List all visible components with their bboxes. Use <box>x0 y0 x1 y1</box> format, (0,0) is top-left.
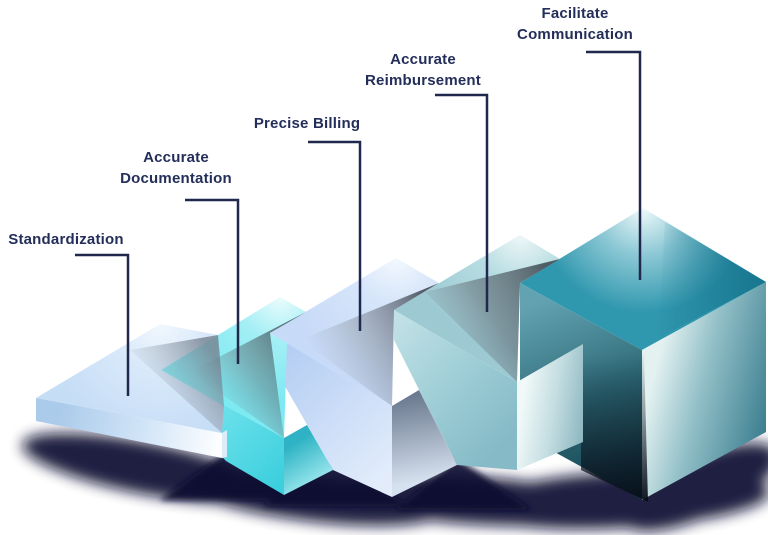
connector-lines <box>75 50 642 396</box>
connector-line-precise-billing <box>308 140 362 331</box>
step2-right-face <box>284 425 333 495</box>
shadow-under-step5 <box>621 442 768 532</box>
label-accurate-documentation-line2: Documentation <box>120 170 232 187</box>
label-accurate-reimbursement: Accurate Reimbursement <box>365 49 481 91</box>
step3-left-face <box>270 333 392 497</box>
step1-top-cast-shadow <box>130 335 224 433</box>
step1-front-face <box>36 398 222 458</box>
step3-right-face <box>392 390 457 497</box>
step5-right-face <box>642 282 766 500</box>
step3-top-cast-shadow <box>300 283 439 406</box>
step1-box-standardization <box>36 324 227 458</box>
label-accurate-documentation: Accurate Documentation <box>120 147 232 189</box>
step5-top-corner-shade <box>658 222 766 338</box>
step1-right-face <box>222 430 227 458</box>
valley-shadow-2-3 <box>262 462 410 506</box>
step5-gap-shadow <box>581 338 648 502</box>
step4-box-accurate-reimbursement <box>394 235 583 470</box>
step2-top-cast-shadow <box>190 312 306 438</box>
label-precise-billing-line1: Precise Billing <box>253 115 361 132</box>
label-accurate-reimbursement-line2: Reimbursement <box>365 72 481 89</box>
step4-right-face <box>517 344 583 470</box>
label-accurate-reimbursement-line1: Accurate <box>390 51 456 68</box>
connector-line-accurate-documentation <box>185 198 240 364</box>
label-standardization: Standardization <box>8 229 124 250</box>
step4-top-cast-shadow <box>425 259 560 382</box>
valley-shadow-3-4 <box>396 458 532 510</box>
step3-box-precise-billing <box>270 258 457 497</box>
label-facilitate-communication-line2: Communication <box>517 26 633 43</box>
label-facilitate-communication: Facilitate Communication <box>517 3 633 45</box>
label-facilitate-communication-line1: Facilitate <box>541 5 609 22</box>
step5-top-face <box>520 208 766 350</box>
label-accurate-documentation-line1: Accurate <box>143 149 209 166</box>
connector-line-standardization <box>75 253 130 396</box>
step4-left-face <box>394 310 517 470</box>
valley-shadow-1-2 <box>160 452 308 500</box>
label-standardization-line1: Standardization <box>8 231 124 248</box>
connector-line-accurate-reimbursement <box>435 93 489 312</box>
label-precise-billing: Precise Billing <box>254 113 360 134</box>
connector-line-facilitate-communication <box>586 50 642 280</box>
